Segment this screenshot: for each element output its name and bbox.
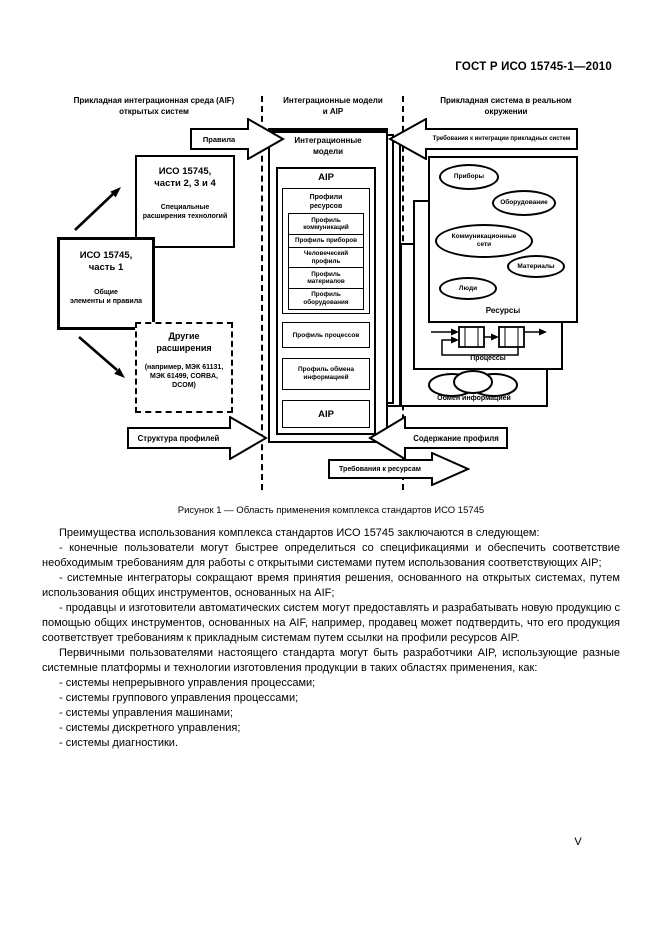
figure-caption: Рисунок 1 — Область применения комплекса… (177, 505, 485, 516)
document-number-header: ГОСТ Р ИСО 15745-1—2010 (455, 61, 612, 73)
equipment-oval: Оборудование (492, 190, 556, 216)
iso-parts-234-box: ИСО 15745, части 2, 3 и 4 Специальные ра… (135, 155, 235, 248)
column-title-aif: Прикладная интеграционная среда (AIF) от… (73, 96, 235, 116)
process-icon (428, 326, 548, 363)
resource-profiles-label: Профили ресурсов (309, 194, 343, 210)
list-item-diagnostics: - системы диагностики. (59, 737, 179, 749)
iso-parts-234-title: ИСО 15745, части 2, 3 и 4 (154, 166, 216, 189)
other-extensions-box: Другие расширения (например, МЭК 61131, … (135, 322, 233, 413)
people-oval: Люди (439, 277, 497, 300)
integration-requirements-arrow-label: Требования к интеграции прикладных систе… (432, 136, 571, 142)
aip-top-label: AIP (318, 172, 334, 183)
process-profile-box: Профиль процессов (282, 322, 370, 348)
paragraph-end-users: - конечные пользователи могут быстрее оп… (42, 542, 620, 569)
materials-oval: Материалы (507, 255, 565, 278)
info-exchange-icon (422, 370, 522, 403)
profile-structure-arrow: Структура профилей (127, 416, 268, 460)
info-exchange-label: Обмен информацией (437, 395, 511, 402)
column-title-real-system: Прикладная система в реальном окружении (440, 96, 572, 116)
list-item-continuous-control: - системы непрерывного управления процес… (59, 677, 316, 689)
devices-oval: Приборы (439, 164, 499, 190)
profile-content-arrow-label: Содержание профиля (413, 433, 499, 443)
rules-arrow-label: Правила (202, 134, 236, 144)
human-profile-box: Человеческий профиль (288, 246, 364, 269)
paragraph-system-integrators: - системные интеграторы сокращают время … (42, 572, 620, 599)
arrow-part1-to-other-icon (72, 332, 132, 389)
integration-models-label: Интеграционные модели (294, 136, 362, 156)
communication-networks-oval: Коммуникационные сети (435, 224, 533, 258)
paragraph-vendors: - продавцы и изготовители автоматических… (42, 602, 620, 644)
list-item-machine-control: - системы управления машинами; (59, 707, 234, 719)
iso-part-1-box: ИСО 15745, часть 1 Общие элементы и прав… (57, 237, 155, 330)
column-divider-left (261, 96, 263, 490)
integration-requirements-arrow: Требования к интеграции прикладных систе… (388, 118, 578, 160)
resources-label: Ресурсы (485, 306, 521, 315)
profile-content-arrow: Содержание профиля (368, 416, 508, 460)
profile-structure-arrow-label: Структура профилей (137, 433, 220, 443)
aip-bottom-box: AIP (282, 400, 370, 428)
communications-profile-box: Профиль коммуникаций (288, 213, 364, 235)
rules-arrow: Правила (190, 118, 285, 160)
info-exchange-profile-box: Профиль обмена информацией (282, 358, 370, 390)
iso-part-1-title: ИСО 15745, часть 1 (79, 250, 133, 273)
column-title-models: Интеграционные модели и AIP (283, 96, 383, 116)
iso-part-1-subtitle: Общие элементы и правила (69, 289, 143, 305)
paragraph-advantages: Преимущества использования комплекса ста… (59, 527, 540, 539)
page-number: V (574, 836, 582, 848)
devices-profile-box: Профиль приборов (288, 233, 364, 248)
arrow-part1-to-parts234-icon (68, 183, 128, 240)
list-item-discrete-control: - системы дискретного управления; (59, 722, 241, 734)
list-item-batch-control: - системы группового управления процесса… (59, 692, 299, 704)
other-extensions-title: Другие расширения (156, 331, 212, 353)
iso-parts-234-subtitle: Специальные расширения технологий (142, 204, 228, 220)
resource-requirements-arrow-label: Требования к ресурсам (339, 465, 421, 473)
other-extensions-subtitle: (например, МЭК 61131, МЭК 61499, CORBA, … (144, 364, 224, 389)
resource-requirements-arrow: Требования к ресурсам (328, 452, 470, 486)
materials-profile-box: Профиль материалов (288, 267, 364, 289)
paragraph-primary-users: Первичными пользователями настоящего ста… (42, 647, 620, 674)
body-text: Преимущества использования комплекса ста… (42, 526, 620, 751)
processes-label: Процессы (470, 355, 506, 362)
resource-profile-list: Профиль коммуникаций Профиль приборов Че… (288, 213, 364, 310)
equipment-profile-box: Профиль оборудования (288, 287, 364, 310)
